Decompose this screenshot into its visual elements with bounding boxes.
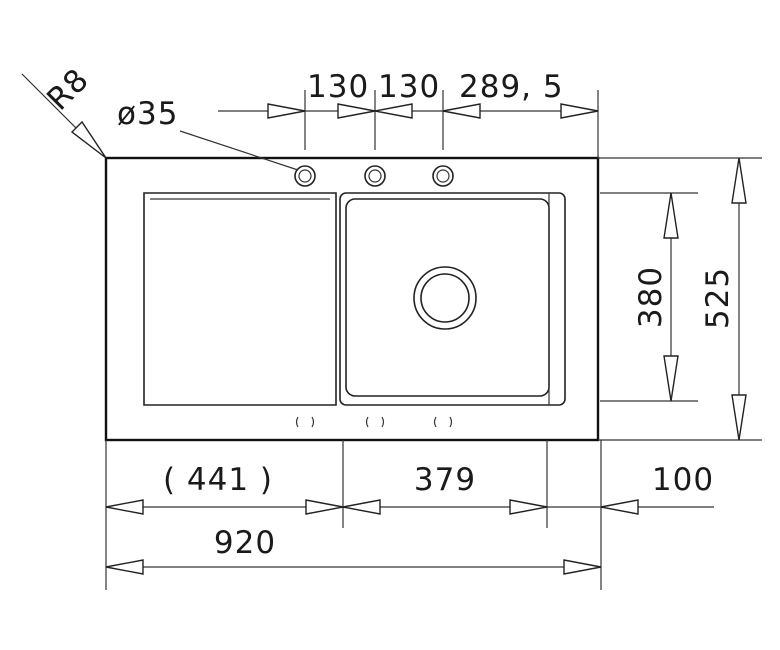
overall-width-label: 920 <box>214 525 276 561</box>
tap-hole <box>364 165 386 187</box>
partial-width-dimension-line <box>105 499 714 515</box>
bowl-depth-dimension <box>600 192 698 402</box>
overall-depth-label: 525 <box>700 267 736 329</box>
tap-spacing-3-label: 289, 5 <box>459 69 564 105</box>
sink-bowl <box>339 192 566 406</box>
tap-hole <box>294 165 316 187</box>
top-dimension-line <box>218 90 599 158</box>
back-offset-label: 100 <box>652 462 714 498</box>
overall-depth-dimension <box>731 157 747 441</box>
drain-outlet <box>413 266 477 330</box>
tap-holes <box>294 165 454 187</box>
overall-width-dimension-line <box>105 559 602 575</box>
overflow-slots <box>295 416 453 428</box>
sink-outline <box>104 156 762 442</box>
bowl-depth-label: 380 <box>633 266 669 328</box>
bowl-width-label: 379 <box>414 462 476 498</box>
tap-hole <box>432 165 454 187</box>
corner-radius-leader <box>21 73 107 159</box>
drainer-board <box>143 192 337 406</box>
bottom-extension-lines <box>105 440 602 590</box>
tap-spacing-2-label: 130 <box>378 69 440 105</box>
corner-radius-label: R8 <box>40 62 96 118</box>
drainer-width-label: ( 441 ) <box>163 462 273 498</box>
hole-diameter-label: ø35 <box>117 96 178 132</box>
sink-outer-edge <box>104 156 600 442</box>
tap-spacing-1-label: 130 <box>307 69 369 105</box>
hole-diameter-leader <box>179 130 299 171</box>
